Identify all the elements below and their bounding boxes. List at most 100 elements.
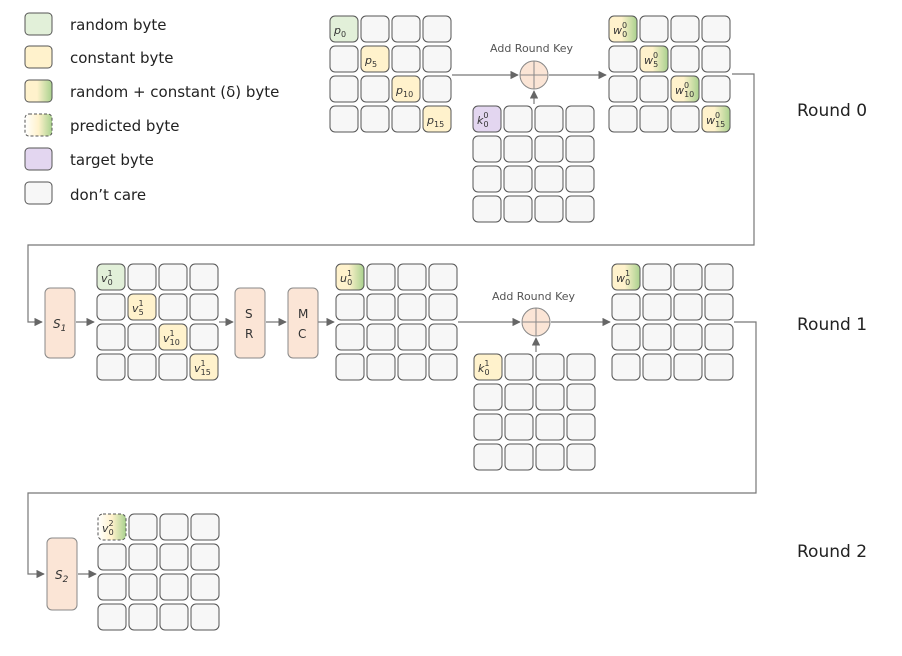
- svg-text:R: R: [245, 327, 253, 341]
- cell-label-p10: p10: [395, 84, 413, 99]
- state-cell: [366, 353, 396, 381]
- state-cell: [472, 195, 502, 223]
- connectors: [27, 70, 757, 579]
- state-cell: [127, 353, 157, 381]
- state-cell: [642, 353, 672, 381]
- state-cell: [503, 195, 533, 223]
- state-cell: [608, 105, 638, 133]
- legend: random byte constant byte random + const…: [24, 12, 279, 205]
- state-cell: [360, 15, 390, 43]
- state-cell: [534, 135, 564, 163]
- state-cell: [673, 293, 703, 321]
- state-cell: [473, 413, 503, 441]
- legend-label-random: random byte: [70, 16, 166, 34]
- state-cell: [360, 105, 390, 133]
- state-cell: [504, 413, 534, 441]
- sbox-s2: S2: [46, 537, 78, 611]
- legend-swatch-mixed: [24, 79, 53, 103]
- cell-label-p15: p15: [426, 114, 444, 129]
- state-cell: [335, 353, 365, 381]
- state-cell: [391, 15, 421, 43]
- state-cell: [366, 293, 396, 321]
- state-cell: [504, 383, 534, 411]
- state-cell: [473, 383, 503, 411]
- state-cell: [422, 45, 452, 73]
- state-cell: [704, 263, 734, 291]
- state-cell: [128, 543, 158, 571]
- state-cell: [329, 75, 359, 103]
- state-cell: [159, 573, 189, 601]
- state-cell: [701, 15, 731, 43]
- state-cell: [189, 353, 219, 381]
- state-cell: [96, 323, 126, 351]
- svg-text:S2: S2: [55, 568, 69, 585]
- state-cell: [428, 353, 458, 381]
- state-cell: [422, 105, 452, 133]
- state-cell: [97, 543, 127, 571]
- state-cell: [96, 263, 126, 291]
- state-cell: [642, 293, 672, 321]
- state-cell: [128, 513, 158, 541]
- state-cell: [704, 353, 734, 381]
- state-cell: [190, 603, 220, 631]
- state-cell: [673, 263, 703, 291]
- mixcolumns-box: M C: [287, 287, 319, 359]
- state-cell: [128, 603, 158, 631]
- state-cell: [503, 105, 533, 133]
- state-cell: [639, 15, 669, 43]
- state-cell: [329, 15, 359, 43]
- legend-swatch-predicted: [24, 113, 53, 137]
- state-cell: [97, 603, 127, 631]
- state-cell: [566, 413, 596, 441]
- state-cell: [704, 293, 734, 321]
- state-cell: [366, 323, 396, 351]
- state-cell: [472, 135, 502, 163]
- state-cell: [642, 263, 672, 291]
- state-cell: [670, 15, 700, 43]
- state-cell: [534, 195, 564, 223]
- state-cell: [701, 45, 731, 73]
- state-cell: [473, 353, 503, 381]
- cell-label-p5: p5: [364, 54, 377, 69]
- xor-icon: [521, 307, 551, 337]
- state-cell: [670, 45, 700, 73]
- state-cell: [360, 75, 390, 103]
- state-cell: [97, 573, 127, 601]
- state-cell: [473, 443, 503, 471]
- state-cell: [504, 353, 534, 381]
- state-cell: [472, 165, 502, 193]
- state-cell: [565, 135, 595, 163]
- state-cell: [335, 323, 365, 351]
- round-label-2: Round 2: [797, 542, 867, 562]
- round-label-1: Round 1: [797, 315, 867, 335]
- state-cell: [565, 195, 595, 223]
- shiftrows-box: S R: [234, 287, 266, 359]
- state-cell: [535, 353, 565, 381]
- state-cell: [534, 105, 564, 133]
- add-round-key-label-0: Add Round Key: [490, 42, 574, 55]
- state-cell: [397, 323, 427, 351]
- state-cell: [159, 603, 189, 631]
- xor-icon: [519, 60, 549, 90]
- state-cell: [335, 293, 365, 321]
- svg-text:S: S: [245, 307, 253, 321]
- state-cell: [535, 383, 565, 411]
- legend-swatch-target: [24, 147, 53, 171]
- wire-round0-to-round1: [27, 73, 755, 327]
- state-cell: [428, 263, 458, 291]
- state-cell: [608, 15, 638, 43]
- state-cell: [366, 263, 396, 291]
